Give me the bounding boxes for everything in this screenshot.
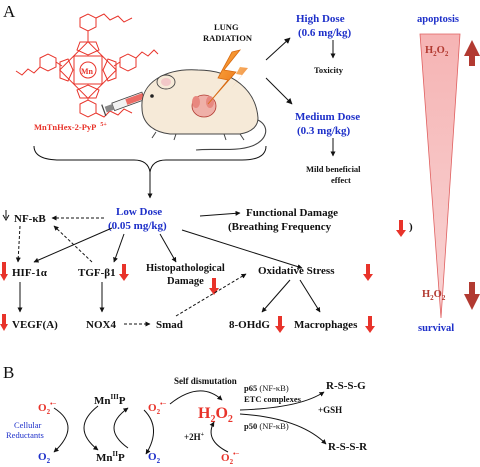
tgfb1-label: TGF-β1 [78, 267, 116, 279]
mn2p-label: MnIIP [96, 450, 125, 464]
right-cycle-arc [113, 407, 129, 449]
down-arrow-icon-histo [209, 278, 219, 295]
self-dismutation-label: Self dismutation [174, 376, 237, 386]
apoptosis-label: apoptosis [417, 14, 459, 25]
arrow-to-functional [199, 210, 241, 217]
down-arrow-icon-vegf [0, 314, 8, 331]
arrow-oxidative-to-macrophages [299, 279, 321, 313]
panel-a-label: A [3, 2, 16, 21]
arrow-up-large-icon [464, 40, 480, 66]
mild-effect-label: Mild beneficial effect [306, 164, 363, 185]
arrow-to-tgfb [113, 233, 125, 263]
histopath-label: Histopathological Damage [146, 263, 227, 287]
functional-damage-close: ) [409, 221, 413, 233]
gsh-label: +GSH [318, 405, 342, 415]
functional-damage-label: Functional Damage (Breathing Frequency [228, 207, 341, 233]
rssg-label: R-S-S-G [326, 380, 366, 392]
high-dose-title: High Dose [296, 13, 345, 25]
mn3p-label: MnIIIP [94, 393, 126, 407]
dashed-tgfb-to-nfkb [53, 225, 93, 263]
oxygen-left-label: O2 [38, 451, 51, 465]
rssr-label: R-S-S-R [328, 441, 368, 453]
brace [33, 145, 267, 173]
p50-label: p50 (NF-κB) [244, 421, 289, 431]
high-dose-amount: (0.6 mg/kg) [298, 27, 352, 39]
survival-label: survival [418, 323, 454, 334]
arrow-to-high-dose [265, 37, 291, 61]
syringe-icon [101, 90, 157, 117]
etc-complexes-label: ETC complexes [244, 394, 302, 404]
arrow-oxidative-to-ohdg [261, 279, 291, 313]
hif1a-label: HIF-1α [12, 267, 48, 279]
p65-label: p65 (NF-κB) [244, 383, 289, 393]
nfkb-label: NF-κB [14, 213, 46, 225]
radiation-bolt-icon [207, 49, 248, 105]
lung-radiation-label: LUNG RADIATION [203, 22, 253, 43]
cellular-reductants-label: Cellular Reductants [6, 420, 44, 440]
arrow-down-large-icon [464, 282, 480, 310]
nox4-label: NOX4 [86, 319, 116, 331]
vegf-label: VEGF(A) [12, 319, 58, 331]
arrow-to-medium-dose [265, 77, 293, 105]
smad-label: Smad [156, 319, 183, 331]
branch-up [239, 391, 325, 411]
superoxide-mid-label: O2•− [148, 400, 167, 416]
down-arrow-icon-hif [0, 262, 8, 281]
down-arrow-icon-breathing [396, 220, 406, 237]
mouse-illustration [141, 69, 267, 151]
h2o2-product-label: H2O2 [198, 405, 233, 425]
toxicity-label: Toxicity [314, 65, 344, 75]
arrow-to-oxidative [181, 229, 303, 270]
mn-label: Mn [81, 67, 94, 76]
right-cycle-arc-2 [143, 409, 154, 455]
left-cycle-arc-2 [83, 405, 99, 451]
oxidative-stress-label: Oxidative Stress [258, 265, 335, 277]
down-arrow-icon-macrophages [365, 316, 375, 333]
down-arrow-icon-oxidative [363, 264, 373, 281]
down-arrow-icon-nfkb [2, 210, 10, 221]
medium-dose-title: Medium Dose [295, 111, 360, 123]
branch-down [239, 413, 327, 445]
superoxide-left-label: O2•− [38, 400, 57, 416]
ohdg-label: 8-OHdG [229, 319, 270, 331]
down-arrow-icon-ohdg [275, 316, 285, 333]
left-cycle-arc [53, 407, 69, 453]
dashed-nfkb-to-hif [15, 225, 21, 263]
low-dose-amount: (0.05 mg/kg) [108, 220, 167, 232]
superoxide-bottom-label: O2•− [221, 450, 240, 466]
down-arrow-icon-tgfb [119, 264, 129, 281]
h2o2-high-label: H2O2 [425, 45, 449, 58]
porphyrin-structure [15, 13, 159, 118]
panel-b-label: B [3, 363, 14, 382]
arrow-to-histopath [159, 233, 177, 263]
h2o2-gradient-cone [419, 33, 461, 319]
macrophages-label: Macrophages [294, 319, 358, 331]
dashed-smad-to-oxidative [175, 273, 247, 317]
arrow-to-hif [33, 227, 113, 263]
medium-dose-amount: (0.3 mg/kg) [297, 125, 351, 137]
self-dismutation-arc [169, 390, 223, 405]
low-dose-title: Low Dose [116, 206, 162, 218]
plus-2h-label: +2H+ [184, 432, 205, 442]
proton-curve [209, 421, 229, 453]
oxygen-mid-label: O2 [148, 451, 161, 465]
h2o2-low-label: H2O2 [422, 289, 446, 302]
